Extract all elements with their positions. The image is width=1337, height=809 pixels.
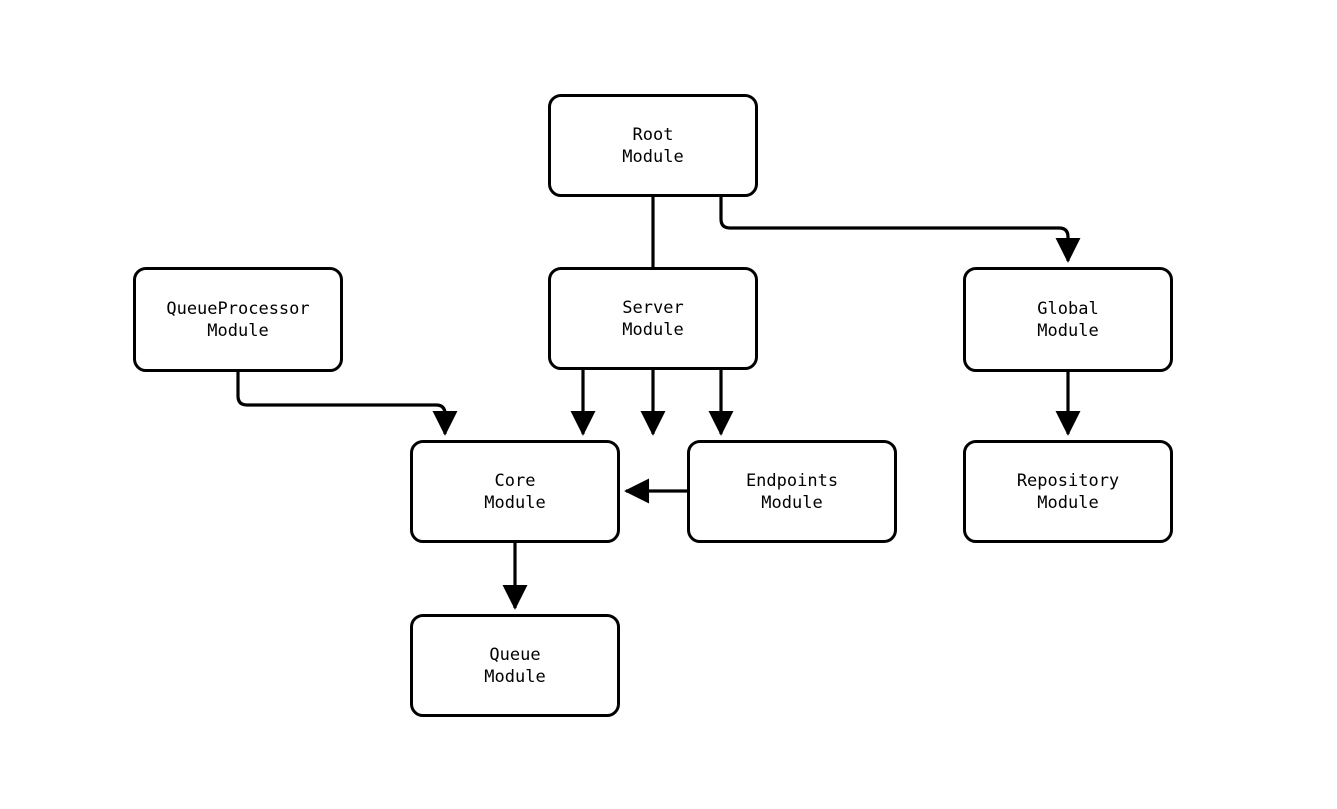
node-label-core-module: Core Module	[484, 470, 546, 513]
node-queue-module[interactable]: Queue Module	[410, 614, 620, 717]
node-label-server-module: Server Module	[622, 297, 684, 340]
node-label-queue-module: Queue Module	[484, 644, 546, 687]
node-core-module[interactable]: Core Module	[410, 440, 620, 543]
node-label-global-module: Global Module	[1037, 298, 1099, 341]
node-repository-module[interactable]: Repository Module	[963, 440, 1173, 543]
node-server-module[interactable]: Server Module	[548, 267, 758, 370]
node-label-repository-module: Repository Module	[1016, 470, 1120, 513]
edge-root-to-global	[719, 197, 1081, 263]
edge-queueprocessor-to-core	[236, 372, 458, 436]
node-label-endpoints-module: Endpoints Module	[745, 470, 839, 513]
node-endpoints-module[interactable]: Endpoints Module	[687, 440, 897, 543]
node-label-queueprocessor-module: QueueProcessor Module	[166, 298, 310, 341]
node-root-module[interactable]: Root Module	[548, 94, 758, 197]
node-global-module[interactable]: Global Module	[963, 267, 1173, 372]
node-queueprocessor-module[interactable]: QueueProcessor Module	[133, 267, 343, 372]
node-label-root-module: Root Module	[622, 124, 684, 167]
